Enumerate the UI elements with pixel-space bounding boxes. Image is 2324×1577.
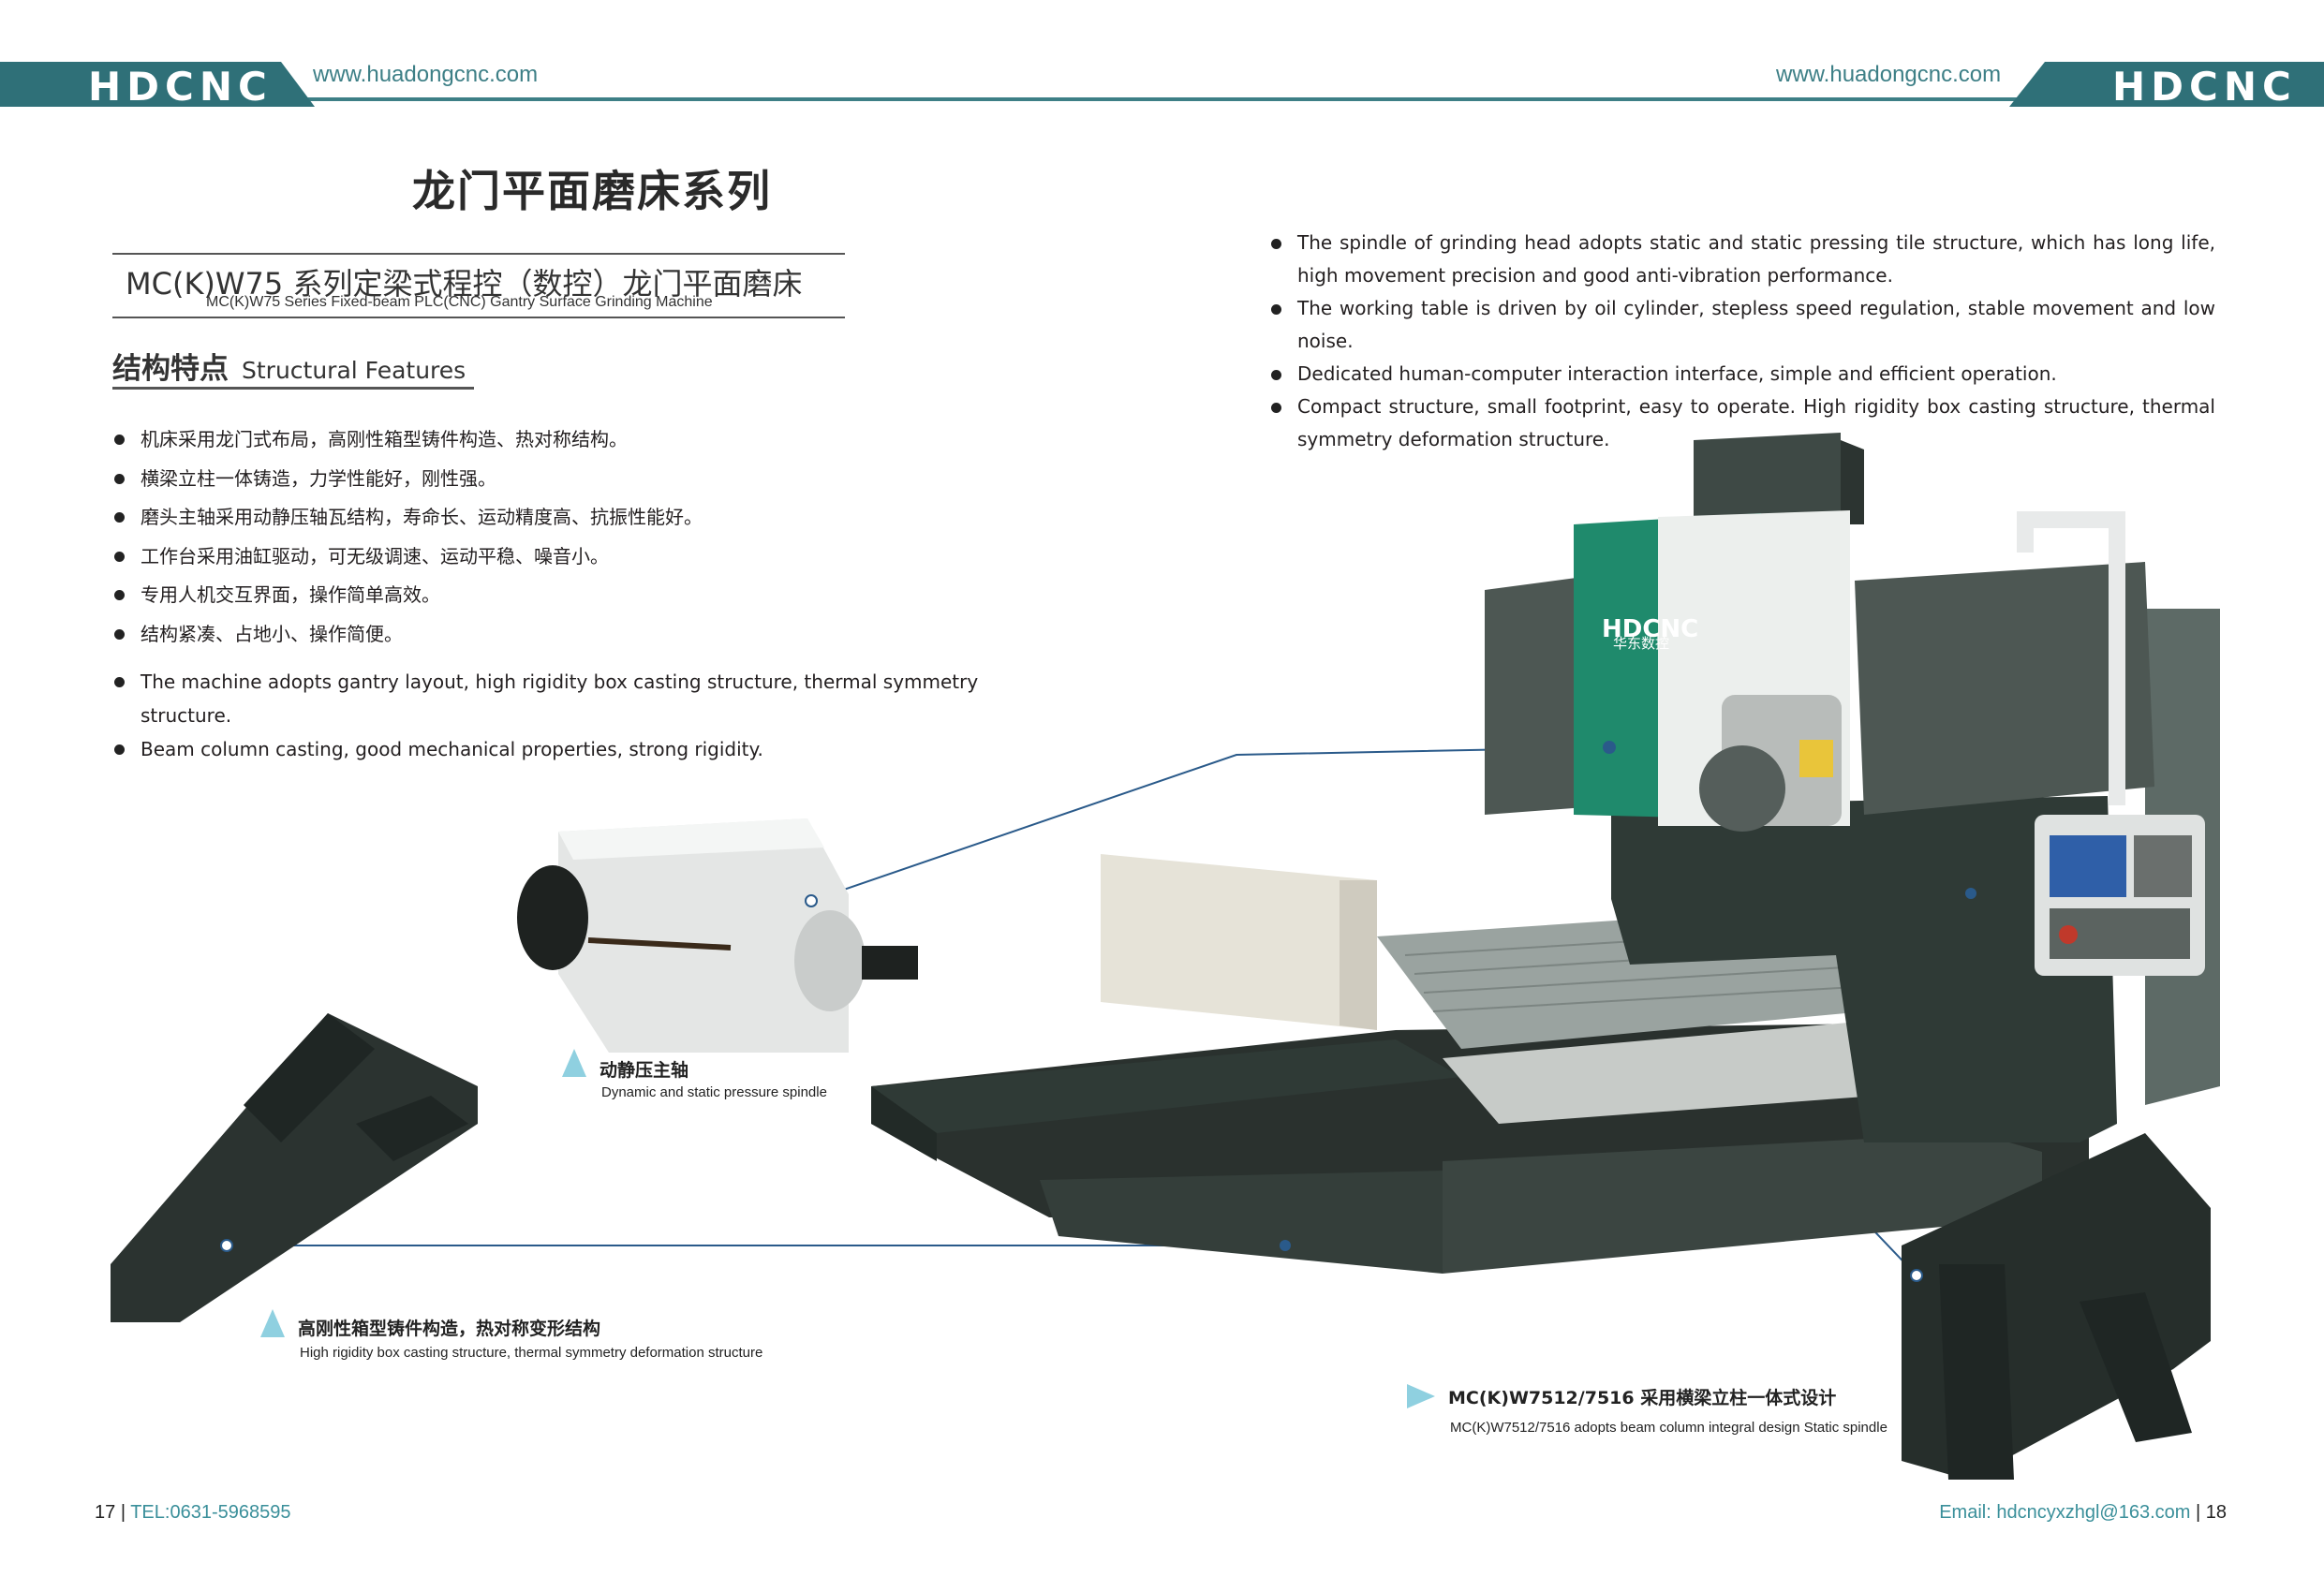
- spindle-unit: [517, 818, 918, 1053]
- model-title-box: MC(K)W75 系列定梁式程控（数控）龙门平面磨床 MC(K)W75 Seri…: [112, 253, 845, 318]
- list-item: 横梁立柱一体铸造，力学性能好，刚性强。: [112, 463, 768, 502]
- footer-right: Email: hdcncyxzhgl@163.com | 18: [1939, 1502, 2227, 1524]
- model-title: MC(K)W75 系列定梁式程控（数控）龙门平面磨床: [126, 266, 803, 302]
- triangle-icon: [260, 1309, 285, 1337]
- page-number-right: 18: [2205, 1502, 2227, 1523]
- features-cn-list: 机床采用龙门式布局，高刚性箱型铸件构造、热对称结构。 横梁立柱一体铸造，力学性能…: [112, 423, 768, 656]
- page-number-left: 17: [95, 1502, 116, 1523]
- triangle-icon: [562, 1049, 586, 1077]
- features-heading-cn: 结构特点: [112, 352, 229, 386]
- callout-dots: [1280, 741, 1976, 1251]
- footer-separator: |: [120, 1502, 126, 1523]
- footer-email[interactable]: Email: hdcncyxzhgl@163.com: [1939, 1502, 2191, 1523]
- list-item: 磨头主轴采用动静压轴瓦结构，寿命长、运动精度高、抗振性能好。: [112, 501, 768, 540]
- list-item: The working table is driven by oil cylin…: [1269, 292, 2215, 358]
- machine-brand-cn: 华东数控: [1613, 635, 1669, 652]
- logo-left-text: HDCNC: [88, 64, 273, 110]
- bed-casting: [111, 1013, 478, 1322]
- casting-caption-en: High rigidity box casting structure, the…: [300, 1345, 763, 1361]
- model-subtitle: MC(K)W75 Series Fixed-beam PLC(CNC) Gant…: [206, 294, 713, 310]
- footer-separator: |: [2195, 1502, 2201, 1523]
- casting-caption-cn: 高刚性箱型铸件构造，热对称变形结构: [298, 1319, 601, 1339]
- list-item: Beam column casting, good mechanical pro…: [112, 732, 1002, 766]
- logo-left: HDCNC: [0, 62, 315, 107]
- gantry-grinder: HDCNC 华东数控: [871, 433, 2220, 1274]
- list-item: Compact structure, small footprint, easy…: [1269, 391, 2215, 456]
- features-heading-en: Structural Features: [242, 357, 466, 384]
- features-en-right-list: The spindle of grinding head adopts stat…: [1269, 227, 2215, 456]
- machine-brand-text: HDCNC: [1602, 615, 1698, 643]
- spindle-caption-en: Dynamic and static pressure spindle: [601, 1084, 827, 1100]
- list-item: The machine adopts gantry layout, high r…: [112, 665, 1002, 732]
- list-item: 专用人机交互界面，操作简单高效。: [112, 579, 768, 618]
- header-rule: [0, 97, 2324, 101]
- page-title: 龙门平面磨床系列: [412, 166, 772, 216]
- beam-column-casting: [1902, 1133, 2211, 1480]
- list-item: Dedicated human-computer interaction int…: [1269, 358, 2215, 391]
- website-url-right[interactable]: www.huadongcnc.com: [1776, 62, 2002, 87]
- logo-right: HDCNC: [2009, 62, 2324, 107]
- beam-caption-en: MC(K)W7512/7516 adopts beam column integ…: [1450, 1420, 1887, 1436]
- beam-caption-cn: MC(K)W7512/7516 采用横梁立柱一体式设计: [1448, 1388, 1837, 1408]
- footer-left: 17 | TEL:0631-5968595: [95, 1502, 290, 1524]
- footer-tel: TEL:0631-5968595: [130, 1502, 291, 1523]
- features-heading: 结构特点 Structural Features: [112, 345, 474, 390]
- list-item: 机床采用龙门式布局，高刚性箱型铸件构造、热对称结构。: [112, 423, 768, 463]
- list-item: The spindle of grinding head adopts stat…: [1269, 227, 2215, 292]
- features-en-list: The machine adopts gantry layout, high r…: [112, 665, 1002, 766]
- spindle-caption-cn: 动静压主轴: [600, 1060, 689, 1081]
- list-item: 工作台采用油缸驱动，可无级调速、运动平稳、噪音小。: [112, 540, 768, 580]
- list-item: 结构紧凑、占地小、操作简便。: [112, 618, 768, 657]
- website-url-left[interactable]: www.huadongcnc.com: [313, 62, 539, 87]
- triangle-right-icon: [1407, 1384, 1435, 1408]
- logo-right-text: HDCNC: [2112, 64, 2297, 110]
- callout-markers: [220, 894, 1923, 1282]
